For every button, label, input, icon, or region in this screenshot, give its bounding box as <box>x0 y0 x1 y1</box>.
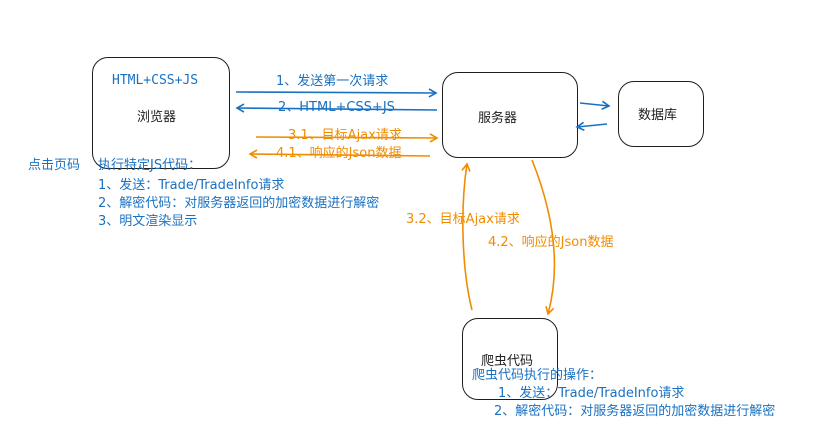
browser-note-step: 3、明文渲染显示 <box>98 214 198 229</box>
database-label: 数据库 <box>638 108 678 123</box>
browser-node <box>92 57 230 169</box>
browser-label: 浏览器 <box>137 110 177 125</box>
arrow-crawler-request <box>461 162 473 311</box>
edge-label-crawler-response: 4.2、响应的Json数据 <box>488 235 614 250</box>
edge-label-json-response: 4.1、响应的Json数据 <box>276 146 402 161</box>
click-page-label: 点击页码 <box>28 158 81 173</box>
crawler-note-step: 2、解密代码：对服务器返回的加密数据进行解密 <box>494 404 776 419</box>
edge-label-first-request: 1、发送第一次请求 <box>276 74 389 89</box>
arrow-from-database <box>575 121 608 132</box>
edge-label-crawler-request: 3.2、目标Ajax请求 <box>406 212 520 227</box>
arrow-html-response <box>235 103 438 113</box>
crawler-notes-title: 爬虫代码执行的操作： <box>472 368 603 383</box>
crawler-note-step: 1、发送：Trade/TradeInfo请求 <box>498 386 685 401</box>
browser-note-step: 1、发送：Trade/TradeInfo请求 <box>98 178 285 193</box>
crawler-node <box>462 318 558 400</box>
browser-tech-label: HTML+CSS+JS <box>112 73 199 88</box>
arrow-crawler-response <box>531 159 556 316</box>
arrow-first-request <box>235 88 438 98</box>
crawler-label: 爬虫代码 <box>481 354 534 369</box>
arrow-json-response <box>248 149 431 159</box>
edge-label-ajax-request: 3.1、目标Ajax请求 <box>288 128 402 143</box>
server-node <box>442 72 578 158</box>
arrow-ajax-request <box>255 133 439 143</box>
server-label: 服务器 <box>478 111 518 126</box>
edge-label-html-response: 2、HTML+CSS+JS <box>278 100 395 115</box>
browser-notes-title: 执行特定JS代码： <box>98 158 202 173</box>
browser-note-step: 2、解密代码：对服务器返回的加密数据进行解密 <box>98 196 380 211</box>
arrow-to-database <box>579 100 611 110</box>
database-node <box>618 81 704 147</box>
